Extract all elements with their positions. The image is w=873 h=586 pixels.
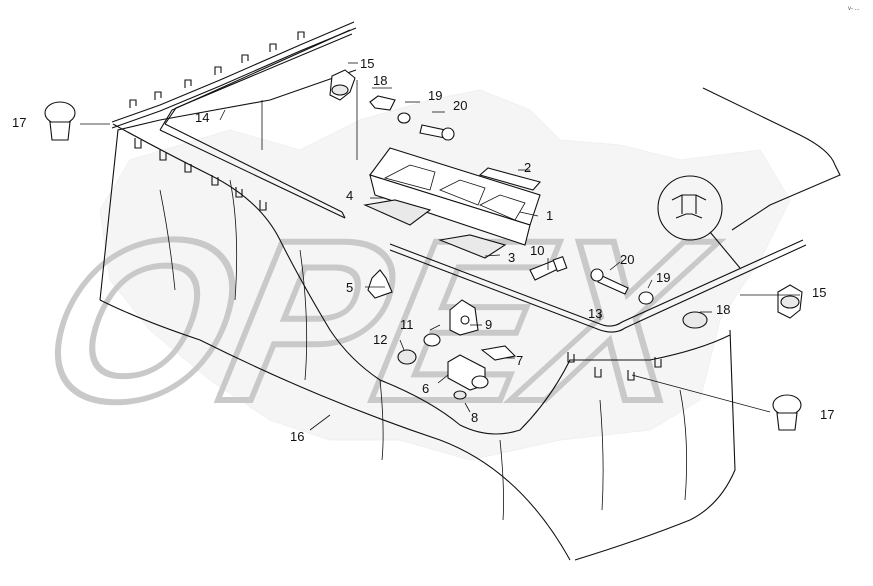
callout-4: 4 xyxy=(346,188,353,203)
callout-8: 8 xyxy=(471,410,478,425)
grommet-18-left xyxy=(369,95,396,111)
washer-nozzle xyxy=(447,354,489,400)
seal-strip xyxy=(111,21,357,129)
callout-7: 7 xyxy=(516,353,523,368)
callout-15-right: 15 xyxy=(812,285,826,300)
watermark-gear-shape xyxy=(99,89,791,461)
clip-17-right xyxy=(772,394,802,431)
rod-13 xyxy=(389,239,807,333)
callout-17-right: 17 xyxy=(820,407,834,422)
corner-mark: v- ... xyxy=(848,6,860,12)
rod-14 xyxy=(159,29,353,219)
watermark-text: OPEX xyxy=(24,192,730,449)
hood-panel xyxy=(99,69,841,561)
clip-15-right xyxy=(777,284,803,319)
grommet-18-right xyxy=(682,311,708,329)
watermark: OPEX xyxy=(21,89,791,461)
callout-18-left: 18 xyxy=(373,73,387,88)
washer-11 xyxy=(423,333,441,347)
callout-9: 9 xyxy=(485,317,492,332)
callout-6: 6 xyxy=(422,381,429,396)
callout-12: 12 xyxy=(373,332,387,347)
callout-15-left: 15 xyxy=(360,56,374,71)
callout-20-right: 20 xyxy=(620,252,634,267)
callout-20-left: 20 xyxy=(453,98,467,113)
washer-19-left xyxy=(397,112,411,124)
callout-14: 14 xyxy=(195,110,209,125)
callout-5: 5 xyxy=(346,280,353,295)
profile-detail xyxy=(657,175,741,269)
screw-20-left xyxy=(419,124,455,141)
bolt-10 xyxy=(529,255,568,281)
callout-18-right: 18 xyxy=(716,302,730,317)
callout-17-left: 17 xyxy=(12,115,26,130)
air-grille xyxy=(363,147,541,259)
grille-cover xyxy=(478,167,541,191)
bracket xyxy=(449,299,479,336)
callout-16: 16 xyxy=(290,429,304,444)
nozzle-clip xyxy=(480,345,517,361)
clip-17-left xyxy=(44,101,76,141)
leader-lines xyxy=(80,62,800,431)
nut-12 xyxy=(397,349,417,365)
washer-hose-16 xyxy=(112,123,731,435)
washer-19-right xyxy=(638,291,654,305)
callout-2: 2 xyxy=(524,160,531,175)
callout-13: 13 xyxy=(588,306,602,321)
clip-15-left xyxy=(329,69,356,101)
callouts: 1 2 3 4 5 6 7 8 9 10 11 12 13 14 15 15 1… xyxy=(12,56,834,444)
callout-10: 10 xyxy=(530,243,544,258)
callout-3: 3 xyxy=(508,250,515,265)
screw-20-right xyxy=(590,268,629,295)
callout-19-right: 19 xyxy=(656,270,670,285)
callout-19-left: 19 xyxy=(428,88,442,103)
callout-1: 1 xyxy=(546,208,553,223)
clip-fastener xyxy=(367,269,393,299)
callout-11: 11 xyxy=(400,317,414,332)
